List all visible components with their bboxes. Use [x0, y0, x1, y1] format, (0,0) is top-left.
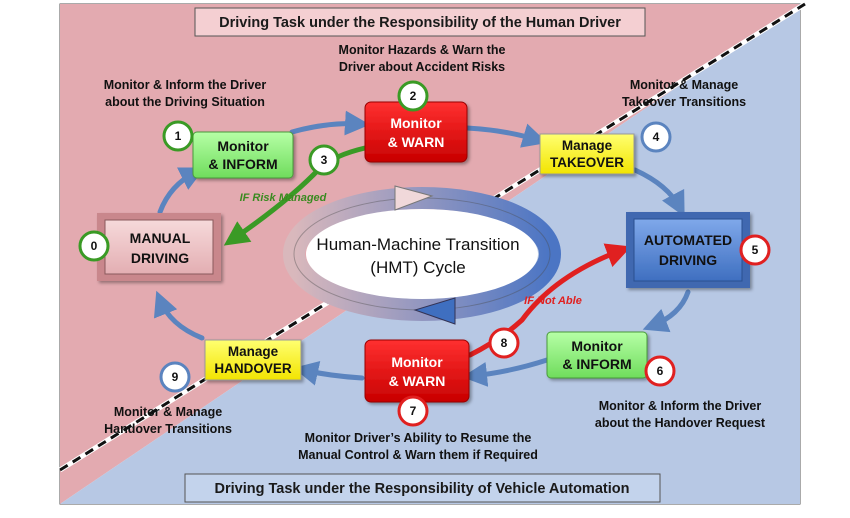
ring-arrowhead-bottom — [413, 297, 456, 325]
top-banner-text: Driving Task under the Responsibility of… — [219, 15, 621, 31]
state-4-line2: TAKEOVER — [550, 155, 624, 170]
state-6-line1: Monitor — [571, 338, 623, 354]
badge-2 — [397, 80, 429, 112]
state-automated-driving — [626, 212, 750, 288]
badge-5-number: 5 — [752, 243, 759, 257]
arrow-2-to-4 — [464, 123, 548, 148]
state-5-line1: AUTOMATED — [644, 232, 732, 248]
badge-2-number: 2 — [410, 89, 417, 103]
badge-4-number: 4 — [653, 130, 660, 144]
condition-not-able: IF Not Able — [524, 295, 582, 307]
badge-9 — [159, 361, 191, 393]
badge-9-number: 9 — [172, 370, 179, 384]
top-banner — [194, 7, 646, 37]
state-0-line1: MANUAL — [130, 230, 191, 246]
badge-8 — [488, 327, 520, 359]
state-7-line2: & WARN — [389, 373, 446, 389]
state-manual-driving — [97, 213, 221, 281]
arrow-0-to-1 — [157, 167, 205, 215]
annotation-6-line2: about the Handover Request — [595, 416, 766, 430]
badge-6-number: 6 — [657, 364, 664, 378]
annotation-9-line1: Monitor & Manage — [114, 405, 222, 419]
annotation-2-line2: Driver about Accident Risks — [339, 60, 505, 74]
state-7-line1: Monitor — [391, 354, 443, 370]
condition-risk-managed: IF Risk Managed — [240, 192, 327, 204]
arrow-4-to-5 — [632, 167, 685, 217]
badge-7-number: 7 — [410, 404, 417, 418]
arrow-1-to-2 — [289, 110, 370, 136]
state-9-line1: Manage — [228, 344, 279, 359]
arrow-9-to-0 — [153, 290, 205, 341]
state-manage-handover — [204, 339, 302, 381]
hmt-cycle-ring — [283, 185, 561, 325]
arrow-7-to-9 — [293, 361, 365, 386]
annotation-1-line1: Monitor & Inform the Driver — [104, 78, 267, 92]
center-title-line1: Human-Machine Transition — [316, 235, 519, 254]
badge-4 — [640, 121, 672, 153]
annotation-7-line2: Manual Control & Warn them if Required — [298, 448, 538, 462]
annotation-6-line1: Monitor & Inform the Driver — [599, 399, 762, 413]
arrow-6-to-7 — [462, 357, 550, 387]
state-9-line2: HANDOVER — [214, 361, 292, 376]
state-monitor-warn-bottom — [364, 339, 470, 403]
badge-1-number: 1 — [175, 129, 182, 143]
annotation-9-line2: Handover Transitions — [104, 422, 232, 436]
state-0-line2: DRIVING — [131, 250, 189, 266]
state-monitor-inform-top — [192, 131, 294, 179]
bottom-banner-text: Driving Task under the Responsibility of… — [215, 481, 630, 497]
state-5-line2: DRIVING — [659, 252, 717, 268]
center-title-line2: (HMT) Cycle — [370, 258, 465, 277]
state-1-line1: Monitor — [217, 138, 269, 154]
badge-6 — [644, 355, 676, 387]
badge-8-number: 8 — [501, 336, 508, 350]
badge-1 — [162, 120, 194, 152]
state-manage-takeover — [539, 133, 635, 175]
annotation-2-line1: Monitor Hazards & Warn the — [339, 43, 506, 57]
badge-3 — [308, 144, 340, 176]
badge-3-number: 3 — [321, 153, 328, 167]
ring-arrowhead-top — [394, 185, 434, 211]
annotation-1-line2: about the Driving Situation — [105, 95, 265, 109]
badge-7 — [397, 395, 429, 427]
state-2-line2: & WARN — [388, 134, 445, 150]
annotation-7-line1: Monitor Driver’s Ability to Resume the — [305, 431, 532, 445]
bottom-banner — [184, 473, 661, 503]
state-monitor-inform-bottom — [546, 331, 648, 379]
badge-0 — [78, 230, 110, 262]
state-6-line2: & INFORM — [562, 356, 631, 372]
badge-0-number: 0 — [91, 239, 98, 253]
state-4-line1: Manage — [562, 138, 613, 153]
state-1-line2: & INFORM — [208, 156, 277, 172]
state-2-line1: Monitor — [390, 115, 442, 131]
arrow-5-to-6 — [642, 289, 691, 333]
annotation-4-line2: Takeover Transitions — [622, 95, 746, 109]
annotation-4-line1: Monitor & Manage — [630, 78, 738, 92]
badge-5 — [739, 234, 771, 266]
